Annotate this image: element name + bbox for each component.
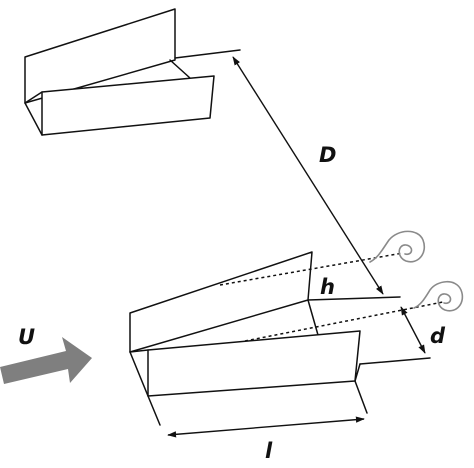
upper-plate-fold-line bbox=[169, 59, 191, 79]
upper-plate-side-edge bbox=[24, 102, 43, 136]
lower-plate-front-corner bbox=[354, 363, 361, 382]
spacing-dimension-arrow bbox=[232, 56, 384, 295]
lower-plate-side-edge bbox=[129, 351, 149, 397]
length-dimension-arrow bbox=[167, 416, 365, 438]
flow-label: U bbox=[18, 325, 35, 349]
spacing-label: D bbox=[319, 143, 336, 167]
upper-plate-pair bbox=[24, 8, 241, 136]
flow-arrow bbox=[0, 337, 92, 384]
length-label: l bbox=[265, 439, 273, 463]
upper-plate-inner-edge bbox=[24, 91, 43, 104]
upper-plate-back bbox=[24, 8, 176, 104]
length-extension-line-right bbox=[354, 380, 368, 414]
upper-plate-front bbox=[41, 75, 215, 136]
lower-plate-back-trailing-edge bbox=[307, 296, 401, 301]
lower-plate-pair bbox=[129, 251, 431, 426]
lower-vortex-spiral bbox=[413, 280, 464, 312]
gap-dimension-arrow bbox=[400, 306, 426, 354]
upper-plate-back-trailing-edge bbox=[174, 49, 241, 59]
gap-label: d bbox=[430, 324, 446, 348]
upper-vortex-spiral bbox=[369, 230, 425, 263]
lower-plate-front bbox=[147, 330, 361, 397]
height-label: h bbox=[320, 275, 335, 299]
lower-plate-inner-edge bbox=[129, 349, 149, 353]
lower-plate-front-trailing-edge bbox=[359, 357, 431, 365]
length-extension-line-left bbox=[147, 395, 161, 426]
lower-plate-fold-line bbox=[307, 299, 319, 336]
